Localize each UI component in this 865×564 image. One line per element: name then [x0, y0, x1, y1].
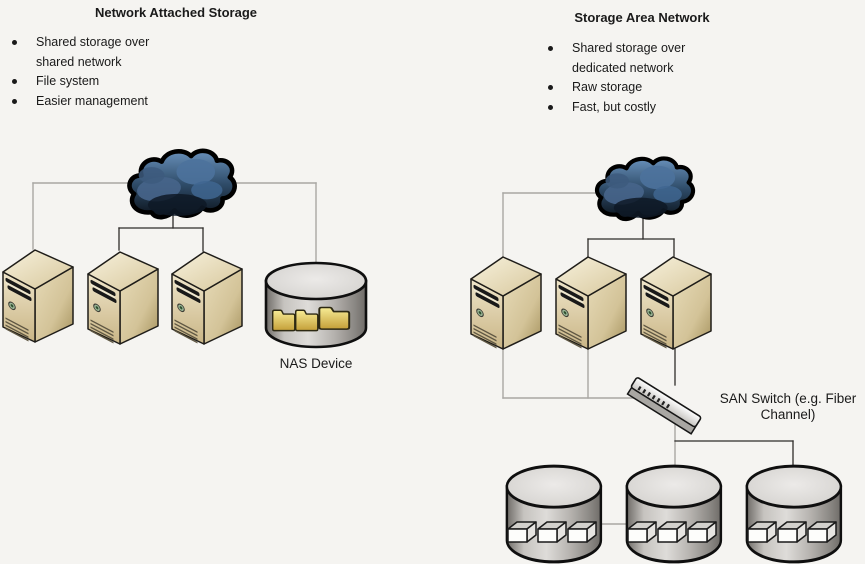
san-storage-array-3-icon — [745, 464, 843, 564]
nas-title: Network Attached Storage — [94, 5, 258, 20]
nas-bullet-list: Shared storage over shared network File … — [8, 33, 193, 111]
nas-device-icon — [264, 261, 368, 349]
san-server-3-icon — [640, 256, 712, 351]
nas-bullet-3: Easier management — [8, 92, 193, 112]
san-bullet-3: Fast, but costly — [544, 98, 739, 118]
san-switch-label: SAN Switch (e.g. Fiber Channel) — [719, 391, 857, 422]
san-storage-array-2-icon — [625, 464, 723, 564]
raw-block-icon — [657, 521, 687, 543]
raw-block-icon — [747, 521, 777, 543]
san-server-2-icon — [555, 256, 627, 351]
raw-block-icon — [507, 521, 537, 543]
nas-server-1-icon — [2, 249, 74, 344]
nas-bullet-1: Shared storage over shared network — [8, 33, 193, 72]
nas-server-2-icon — [87, 251, 159, 346]
raw-block-icon — [567, 521, 597, 543]
san-bullet-2: Raw storage — [544, 78, 739, 98]
nas-device-label: NAS Device — [279, 356, 353, 371]
raw-block-icon — [687, 521, 717, 543]
nas-bullet-2: File system — [8, 72, 193, 92]
san-title: Storage Area Network — [574, 10, 710, 25]
san-network-cloud-icon — [597, 158, 693, 219]
raw-block-icon — [807, 521, 837, 543]
san-switch-icon — [626, 377, 702, 435]
raw-block-icon — [777, 521, 807, 543]
nas-server-3-icon — [171, 251, 243, 346]
san-storage-array-1-icon — [505, 464, 603, 564]
san-bullet-1: Shared storage over dedicated network — [544, 39, 739, 78]
nas-network-cloud-icon — [129, 151, 234, 217]
san-server-1-icon — [470, 256, 542, 351]
san-bullet-list: Shared storage over dedicated network Ra… — [544, 39, 739, 117]
raw-block-icon — [537, 521, 567, 543]
connector-lines — [32, 182, 794, 525]
raw-block-icon — [627, 521, 657, 543]
